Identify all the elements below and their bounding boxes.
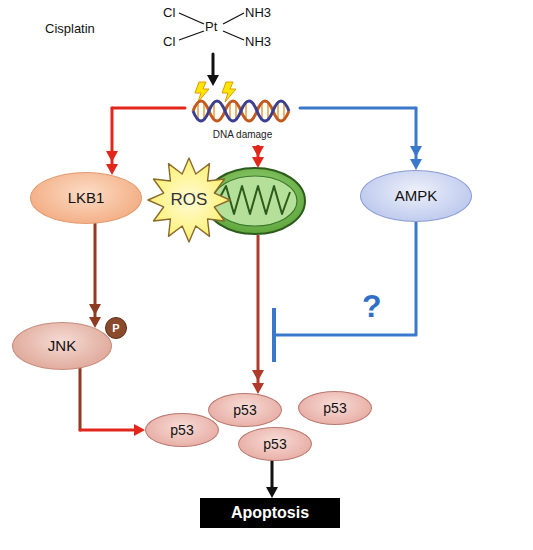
- mitochondrion-to-p53-arrow: [252, 235, 264, 394]
- question-mark: ?: [362, 288, 382, 324]
- ros-starburst: ROS: [148, 158, 230, 242]
- p53-ellipse: p53: [238, 427, 312, 461]
- dna-damage-node: DNA damage: [185, 86, 300, 142]
- node-label: p53: [233, 402, 256, 418]
- node-label: Apoptosis: [231, 504, 309, 522]
- node-label: DNA damage: [213, 129, 272, 141]
- connector-arrow: [300, 108, 422, 170]
- ampk-inhibition-line: [274, 222, 416, 362]
- node-label: p53: [323, 400, 346, 416]
- protein-ellipse: JNKP: [12, 322, 112, 370]
- atom-label: Cl: [163, 34, 175, 49]
- node-label: p53: [263, 436, 286, 452]
- bond-lines: [179, 13, 244, 40]
- phospho-circle: P: [105, 317, 127, 339]
- node-label: P: [112, 322, 119, 335]
- lightning-bolts: [195, 82, 236, 102]
- atom-label: NH3: [245, 5, 271, 20]
- connector-arrow: [89, 224, 101, 328]
- dna-helix: [193, 101, 289, 121]
- protein-ellipse: LKB1: [30, 172, 142, 224]
- connector-arrow: [106, 108, 185, 175]
- node-label: ROS: [171, 190, 208, 210]
- connector-arrow: [266, 461, 278, 498]
- node-label: p53: [170, 422, 193, 438]
- outcome-box: Apoptosis: [200, 498, 340, 528]
- p53-ellipse: p53: [298, 391, 372, 425]
- drug-name: Cisplatin: [45, 21, 95, 36]
- connector-arrow: [80, 368, 145, 436]
- dna-to-mitochondrion-arrow: [252, 145, 264, 168]
- node-label: LKB1: [68, 189, 105, 206]
- node-label: AMPK: [395, 187, 438, 204]
- node-label: JNK: [48, 337, 76, 354]
- drug-structure: CisplatinClNH3PtClNH3: [40, 0, 280, 54]
- connector-arrow: [207, 54, 219, 86]
- atom-label: Cl: [163, 5, 175, 20]
- atom-label: NH3: [245, 34, 271, 49]
- p53-ellipse: p53: [145, 413, 219, 447]
- p53-ellipse: p53: [208, 393, 282, 427]
- protein-ellipse: AMPK: [360, 170, 472, 222]
- atom-label: Pt: [205, 19, 217, 34]
